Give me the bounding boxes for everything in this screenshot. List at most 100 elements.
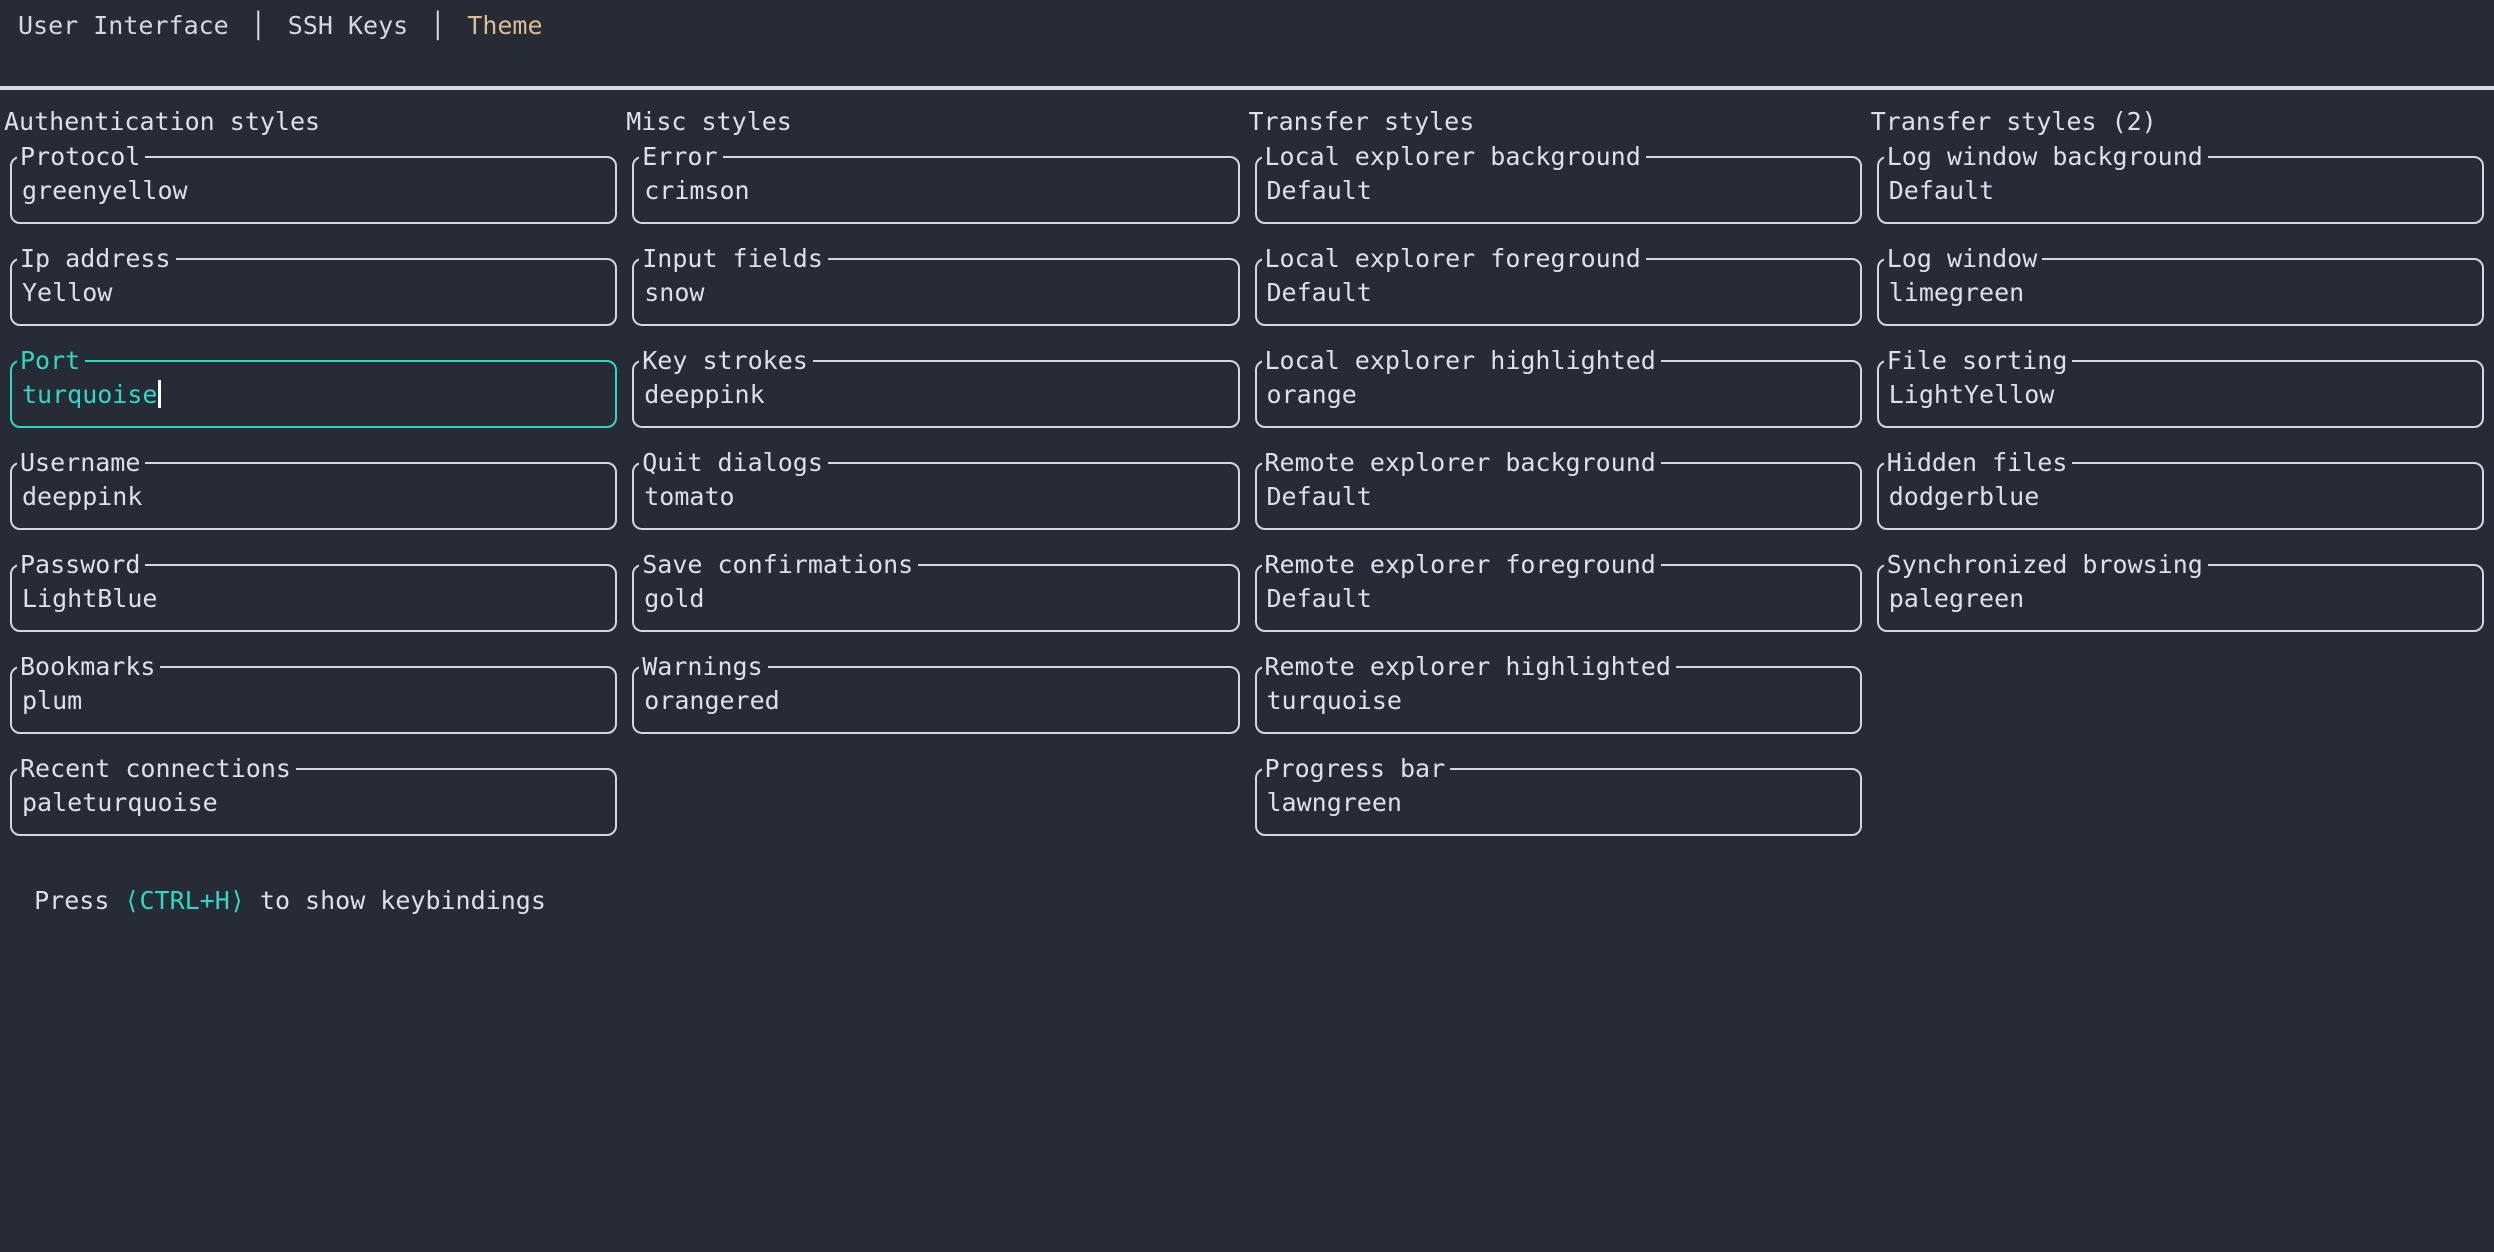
column-title: Authentication styles [4, 107, 321, 136]
status-prefix: Press [34, 886, 125, 915]
field-value: gold [634, 566, 1237, 630]
status-suffix: to show keybindings [244, 886, 546, 915]
field-value: Yellow [12, 260, 615, 324]
field-value: orangered [634, 668, 1237, 732]
field-value-text: Default [1266, 481, 1372, 511]
tab-bar: User Interface │ SSH Keys │ Theme [18, 0, 543, 50]
field-value-text: Default [1266, 277, 1372, 307]
input-field-port[interactable]: Port turquoise [10, 347, 618, 428]
field-label: Local explorer foreground [1261, 245, 1646, 273]
field-label: Protocol [17, 143, 146, 171]
field-value: deeppink [12, 464, 615, 528]
input-field-protocol[interactable]: Protocol greenyellow [10, 143, 618, 224]
field-value-text: Yellow [22, 277, 113, 307]
field-value-text: gold [644, 583, 705, 613]
status-line: Press ⟨CTRL+H⟩ to show keybindings [4, 859, 546, 915]
field-value-text: Default [1888, 175, 1995, 205]
input-field-save-confirmations[interactable]: Save confirmations gold [632, 551, 1240, 632]
field-label: Error [639, 143, 723, 171]
tab-separator: │ [250, 10, 266, 40]
column-transfer-styles-2-: Transfer styles (2)Log window background… [1871, 108, 2484, 666]
field-value-text: snow [644, 277, 705, 307]
field-value-text: dodgerblue [1888, 481, 2040, 511]
field-value: deeppink [634, 362, 1237, 426]
input-field-synchronized-browsing[interactable]: Synchronized browsing palegreen [1876, 551, 2484, 632]
field-label: Remote explorer foreground [1261, 551, 1661, 579]
input-field-key-strokes[interactable]: Key strokes deeppink [632, 347, 1240, 428]
field-label: Hidden files [1883, 449, 2073, 477]
field-label: Recent connections [17, 755, 296, 783]
field-value-text: crimson [644, 175, 750, 205]
input-field-recent-connections[interactable]: Recent connections paleturquoise [10, 755, 618, 836]
field-value: Default [1257, 260, 1860, 324]
field-label: Local explorer background [1261, 143, 1646, 171]
field-label: Log window background [1883, 143, 2208, 171]
input-field-log-window[interactable]: Log window limegreen [1876, 245, 2484, 326]
field-value: Default [1257, 158, 1860, 222]
field-value: Default [1257, 464, 1860, 528]
field-value-text: greenyellow [22, 175, 188, 205]
input-field-hidden-files[interactable]: Hidden files dodgerblue [1876, 449, 2484, 530]
field-value-text: orange [1266, 379, 1357, 409]
field-label: Save confirmations [639, 551, 919, 579]
input-field-progress-bar[interactable]: Progress bar lawngreen [1254, 755, 1862, 836]
field-value: orange [1257, 362, 1860, 426]
input-field-error[interactable]: Error crimson [632, 143, 1240, 224]
field-value-text: Default [1266, 583, 1372, 613]
field-value-text: lawngreen [1266, 787, 1402, 817]
tab-separator: │ [430, 10, 446, 40]
field-label: Synchronized browsing [1883, 551, 2208, 579]
field-value-text: turquoise [22, 379, 158, 409]
field-label: Remote explorer highlighted [1261, 653, 1676, 681]
field-value: plum [12, 668, 615, 732]
text-cursor [158, 380, 162, 408]
tab-user-interface[interactable]: User Interface [18, 10, 229, 40]
field-value: greenyellow [12, 158, 615, 222]
column-title: Transfer styles [1248, 107, 1475, 136]
tab-theme[interactable]: Theme [467, 10, 543, 40]
field-value: dodgerblue [1879, 464, 2482, 528]
field-value: turquoise [1257, 668, 1860, 732]
field-value-text: palegreen [1888, 583, 2025, 613]
field-value: lawngreen [1257, 770, 1860, 834]
field-value-text: paleturquoise [22, 787, 218, 817]
field-value: palegreen [1879, 566, 2482, 630]
field-label: Progress bar [1261, 755, 1451, 783]
input-field-quit-dialogs[interactable]: Quit dialogs tomato [632, 449, 1240, 530]
field-label: Ip address [17, 245, 176, 273]
field-label: Username [17, 449, 146, 477]
field-value-text: deeppink [644, 379, 765, 409]
field-value-text: LightYellow [1888, 379, 2055, 409]
field-value-text: limegreen [1888, 277, 2025, 307]
input-field-input-fields[interactable]: Input fields snow [632, 245, 1240, 326]
field-label: Port [17, 347, 86, 375]
column-title: Misc styles [626, 107, 792, 136]
field-label: Quit dialogs [639, 449, 828, 477]
field-label: Log window [1883, 245, 2043, 273]
field-label: Password [17, 551, 146, 579]
field-value: tomato [634, 464, 1237, 528]
field-label: Remote explorer background [1261, 449, 1661, 477]
field-value-text: tomato [644, 481, 735, 511]
tab-ssh-keys[interactable]: SSH Keys [287, 10, 409, 40]
field-value-text: LightBlue [22, 583, 158, 613]
field-label: Input fields [639, 245, 828, 273]
field-label: Key strokes [639, 347, 813, 375]
field-value-text: Default [1266, 175, 1372, 205]
